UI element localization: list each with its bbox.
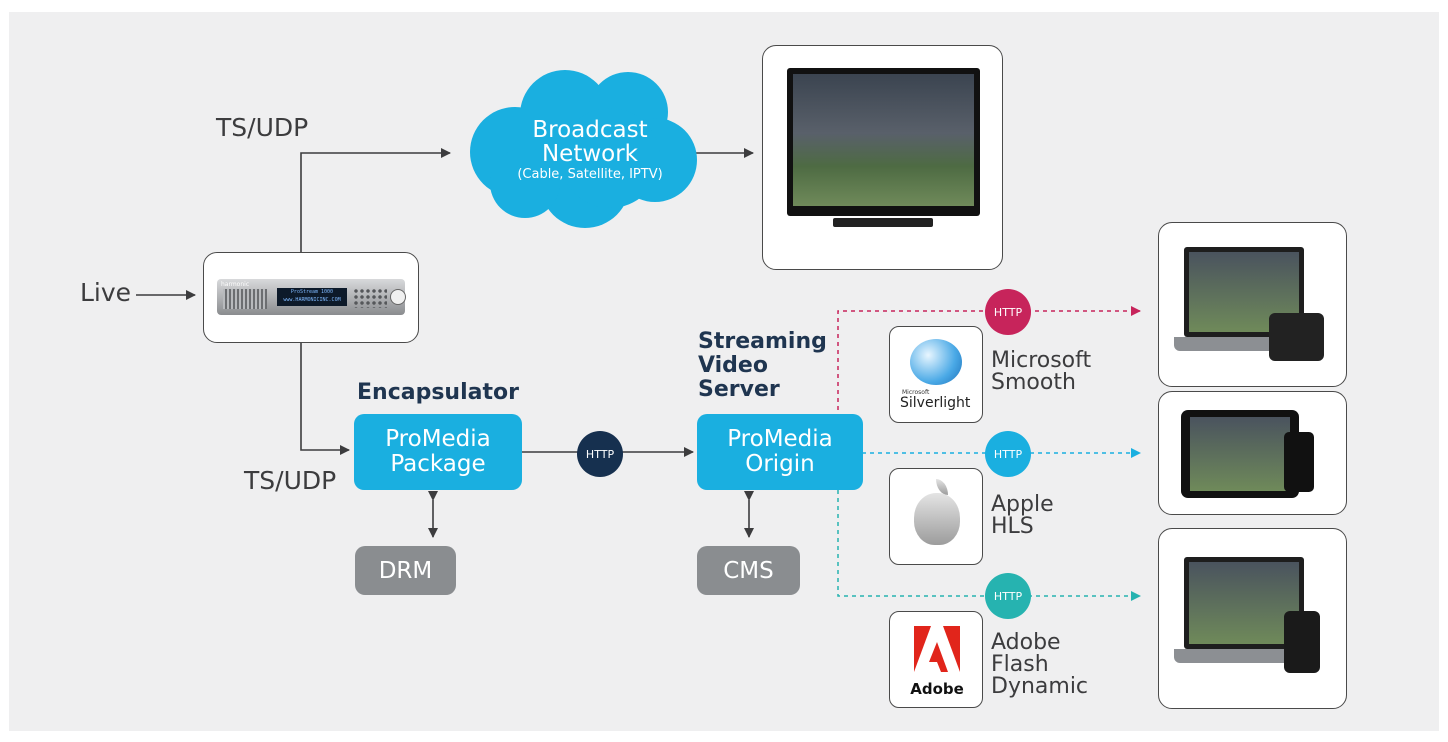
device-card-tablet-phone (1158, 391, 1347, 515)
silverlight-logo-text: Silverlight (900, 395, 971, 411)
laptop-screen (1184, 557, 1304, 649)
ts-udp-top-label: TS/UDP (216, 113, 309, 142)
streaming-server-title: Streaming Video Server (698, 329, 827, 402)
encoder-grille (223, 289, 267, 309)
dashed-to-smooth (837, 306, 1141, 418)
ts-udp-bottom-label: TS/UDP (244, 466, 337, 495)
http-badge-smooth: HTTP (985, 289, 1031, 335)
cloud-label: Broadcast Network (Cable, Satellite, IPT… (517, 117, 663, 182)
adobe-logo-card: Adobe (889, 611, 983, 708)
tablet (1181, 410, 1299, 498)
broadcast-cloud (470, 70, 697, 228)
dashed-to-hds (837, 490, 1141, 601)
encapsulator-title: Encapsulator (357, 380, 519, 405)
encoder-brand: harmonic (221, 281, 250, 288)
arrow-ts-bottom (300, 342, 350, 455)
apple-logo-card (889, 468, 983, 565)
adobe-logo (914, 626, 960, 672)
silverlight-logo-small-text: Microsoft (902, 389, 930, 396)
tv-stand (833, 218, 933, 227)
encoder-display: ProStream 1000 www.HARMONICINC.COM (277, 288, 347, 306)
http-badge-hds: HTTP (985, 573, 1031, 619)
arrow-ts-top (300, 148, 451, 252)
device-card-laptop-phone (1158, 222, 1347, 387)
blackberry-phone (1284, 611, 1320, 673)
http-badge-hls: HTTP (985, 431, 1031, 477)
encoder-buttons (353, 288, 387, 308)
encoder-card: harmonic ProStream 1000 www.HARMONICINC.… (203, 252, 419, 343)
tv-card (762, 45, 1003, 270)
silverlight-logo (910, 339, 962, 385)
drm-box: DRM (355, 546, 456, 595)
iphone (1284, 432, 1314, 492)
laptop-base (1174, 649, 1314, 663)
device-card-laptop-blackberry (1158, 528, 1347, 709)
phone (1269, 313, 1324, 361)
http-badge-origin: HTTP (577, 431, 623, 477)
adobe-logo-text: Adobe (910, 680, 964, 698)
encoder-device: harmonic ProStream 1000 www.HARMONICINC.… (217, 279, 406, 315)
encoder-knob (390, 289, 406, 305)
live-label: Live (80, 278, 132, 307)
silverlight-logo-card: Microsoft Silverlight (889, 326, 983, 423)
apple-logo (914, 493, 960, 545)
cms-box: CMS (697, 546, 800, 595)
tv-screen (787, 68, 980, 216)
tv-picture (793, 74, 974, 206)
